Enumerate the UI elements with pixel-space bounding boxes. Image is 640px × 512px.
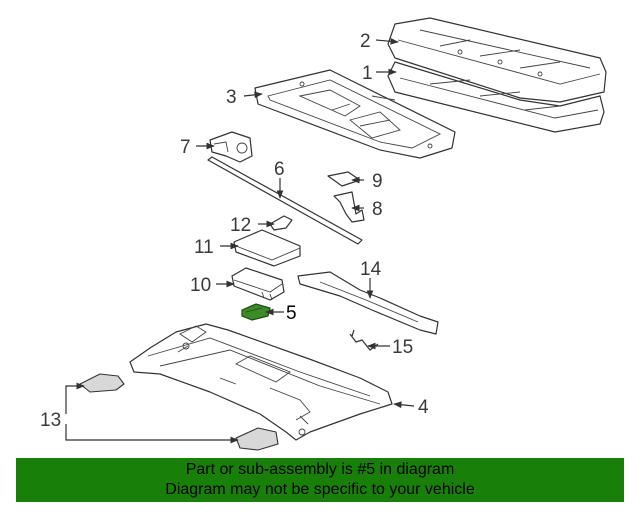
part-12-clip: [269, 215, 293, 231]
callout-7: 7: [180, 137, 191, 158]
part-6-rod: [207, 156, 363, 245]
part-2-cushion-upper: [387, 17, 607, 103]
part-7-motor: [209, 131, 253, 163]
part-11-module: [233, 229, 301, 267]
part-13-cover-lower: [235, 427, 279, 451]
part-3-seat-frame: [254, 69, 456, 159]
callout-13: 13: [40, 410, 61, 431]
info-banner: Part or sub-assembly is #5 in diagram Di…: [16, 458, 624, 502]
callout-5: 5: [286, 303, 297, 324]
part-14-harness: [297, 271, 439, 335]
part-8-bracket: [333, 191, 365, 223]
callout-6: 6: [274, 159, 285, 180]
callout-10: 10: [190, 275, 211, 296]
leader-lines: [65, 37, 415, 444]
part-4-seat-base: [129, 323, 393, 441]
callout-12: 12: [230, 215, 251, 236]
part-13-cover-upper: [79, 373, 125, 393]
banner-line-2: Diagram may not be specific to your vehi…: [165, 481, 475, 498]
callout-3: 3: [226, 87, 237, 108]
callout-8: 8: [372, 199, 383, 220]
part-1-cushion-lower: [387, 61, 605, 133]
callout-4: 4: [418, 397, 429, 418]
part-9-bracket: [327, 171, 361, 187]
callout-1: 1: [362, 63, 373, 84]
callout-9: 9: [372, 171, 383, 192]
part-5-highlighted: [241, 303, 271, 321]
part-15-bracket: [349, 329, 379, 351]
part-10-control-unit: [231, 267, 285, 301]
banner-line-1: Part or sub-assembly is #5 in diagram: [185, 461, 455, 478]
callout-11: 11: [194, 237, 214, 258]
callout-2: 2: [360, 31, 371, 52]
callout-15: 15: [392, 337, 413, 358]
callout-14: 14: [360, 259, 382, 280]
